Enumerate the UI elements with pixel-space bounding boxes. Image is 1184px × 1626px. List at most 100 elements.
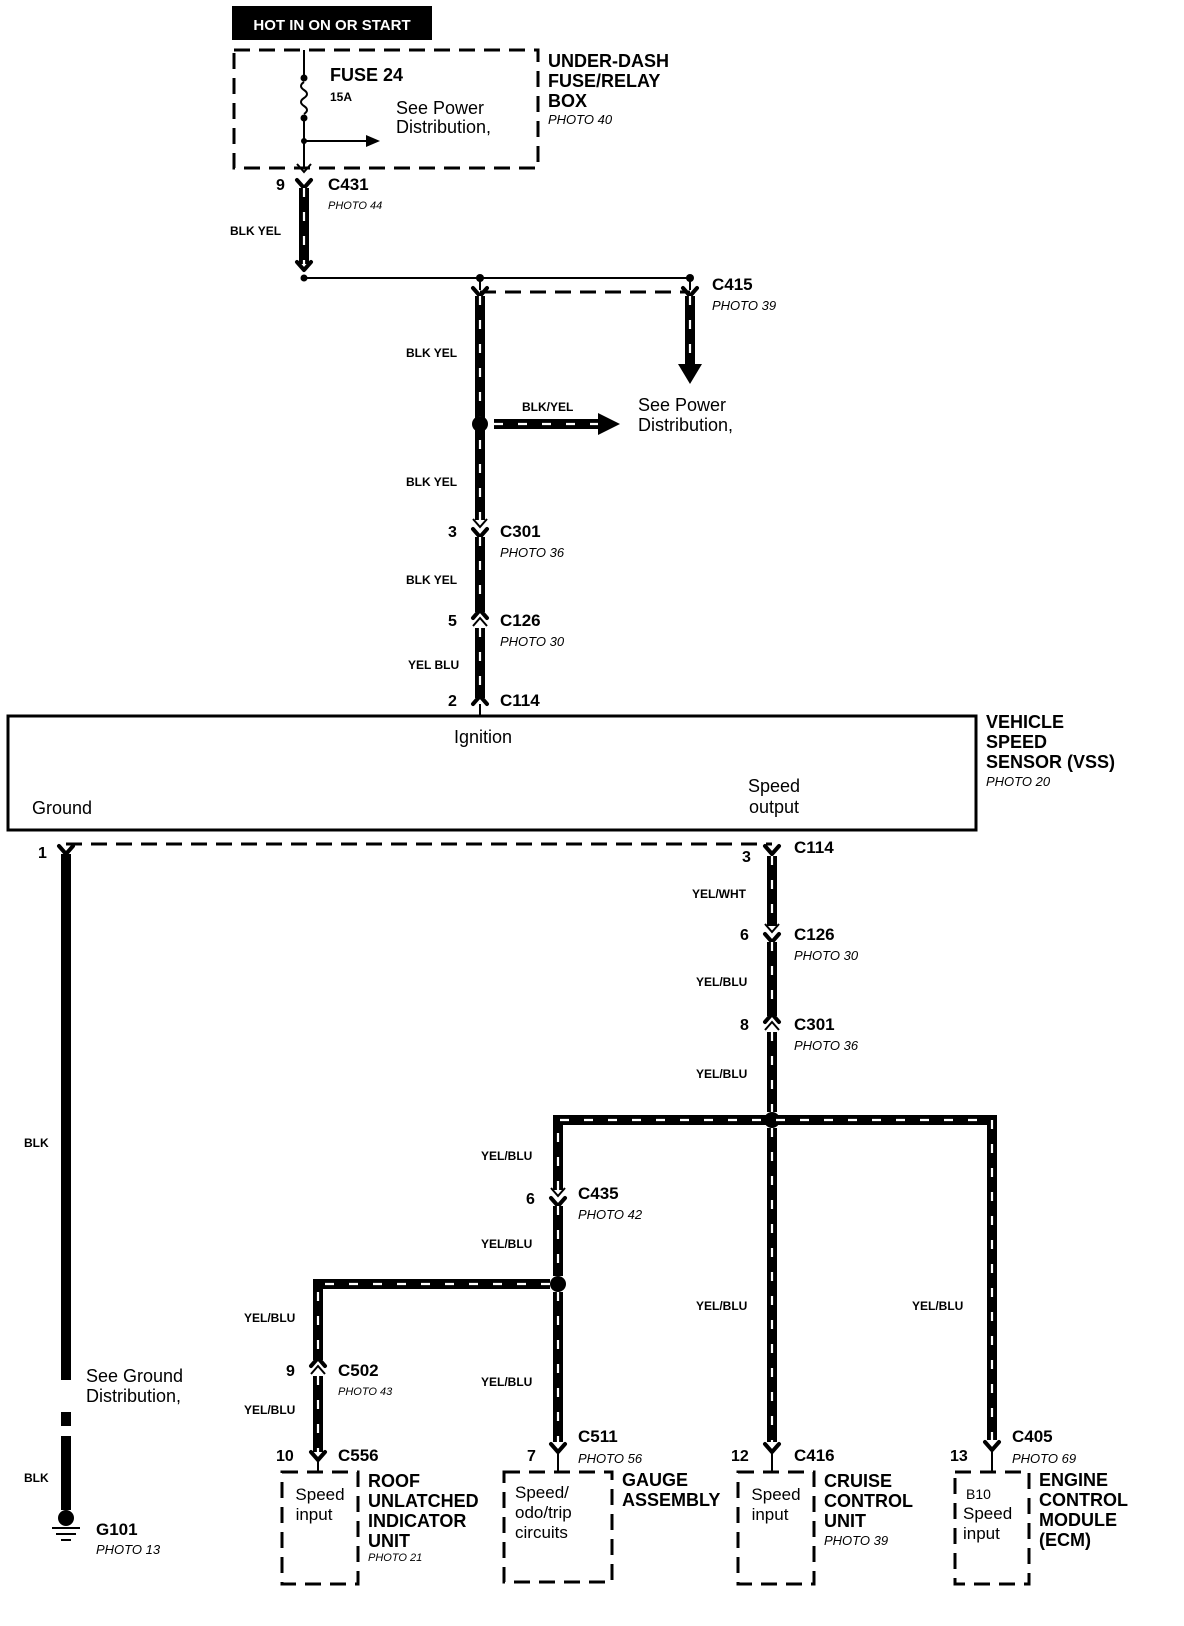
- ground-pin-connector-icon: [57, 844, 75, 856]
- c502-photo: PHOTO 43: [338, 1386, 393, 1398]
- c405-connector-icon: [983, 1440, 1001, 1452]
- c556-name: C556: [338, 1446, 379, 1465]
- fuse-see-power-2: Distribution,: [396, 117, 491, 137]
- ecm-title-2: CONTROL: [1039, 1490, 1128, 1510]
- wire-label-yel-blu-top: YEL BLU: [408, 658, 459, 672]
- c415-name: C415: [712, 275, 753, 294]
- gauge-title-2: ASSEMBLY: [622, 1490, 720, 1510]
- fuse-see-power-1: See Power: [396, 98, 484, 118]
- gauge-inner-1: Speed/: [515, 1483, 569, 1502]
- c511-connector-icon: [549, 1442, 567, 1454]
- roof-title-3: INDICATOR: [368, 1511, 466, 1531]
- c126-top-connector-icon: [471, 608, 489, 620]
- fuse-box-title-3: BOX: [548, 91, 587, 111]
- c502-receptacle: [310, 1364, 326, 1375]
- c114-top-connector-icon: [471, 694, 489, 706]
- c415-photo: PHOTO 39: [712, 298, 776, 313]
- c405-pin: 13: [950, 1448, 968, 1465]
- vss-photo: PHOTO 20: [986, 774, 1051, 789]
- c511-pin: 7: [527, 1448, 536, 1465]
- fuse-box-photo: PHOTO 40: [548, 112, 613, 127]
- roof-inner-2: input: [296, 1505, 333, 1524]
- wire-label-blk-yel-c: BLK/YEL: [522, 400, 573, 414]
- ground-see-2: Distribution,: [86, 1386, 181, 1406]
- wire-stripe: [316, 1282, 550, 1360]
- c301-bottom-connector-icon: [763, 1012, 781, 1024]
- c511-photo: PHOTO 56: [578, 1451, 643, 1466]
- c301-bottom-receptacle: [764, 1020, 780, 1031]
- c431-name: C431: [328, 175, 369, 194]
- roof-unit-box: [280, 1470, 360, 1586]
- fuse-box-title-2: FUSE/RELAY: [548, 71, 660, 91]
- c301-top-name: C301: [500, 522, 541, 541]
- c416-pin: 12: [731, 1448, 749, 1465]
- c126-bottom-receptacle: [764, 923, 780, 934]
- ground-photo: PHOTO 13: [96, 1542, 161, 1557]
- c126-top-photo: PHOTO 30: [500, 634, 565, 649]
- c114-bottom-name: C114: [794, 838, 834, 857]
- splice-power: [472, 416, 488, 432]
- fuse-terminal-top: [300, 74, 308, 82]
- ground-node: [58, 1510, 74, 1526]
- c502-pin: 9: [286, 1363, 295, 1380]
- ecm-inner-1: B10: [966, 1486, 991, 1502]
- c301-bottom-pin: 8: [740, 1017, 749, 1034]
- c126-top-pin: 5: [448, 613, 457, 630]
- vss-title-1: VEHICLE: [986, 712, 1064, 732]
- c502-connector-icon: [309, 1356, 327, 1368]
- wire-label-yel-wht: YEL/WHT: [692, 887, 747, 901]
- wire-label-blk-yel-b: BLK YEL: [406, 346, 457, 360]
- c114-top-pin: 2: [448, 693, 457, 710]
- vss-speed-label-2: output: [749, 797, 799, 817]
- cruise-inner-2: input: [752, 1505, 789, 1524]
- c431-receptacle: [296, 163, 312, 174]
- c301-top-photo: PHOTO 36: [500, 545, 565, 560]
- gauge-title-1: GAUGE: [622, 1470, 688, 1490]
- wire-label-blk-2: BLK: [24, 1471, 49, 1485]
- c126-bottom-photo: PHOTO 30: [794, 948, 859, 963]
- fuse-rating: 15A: [330, 90, 352, 104]
- c114-bottom-connector-icon: [763, 844, 781, 856]
- c114-bottom-pin: 3: [742, 849, 751, 866]
- wire-label-blk-yel-d: BLK YEL: [406, 475, 457, 489]
- vss-ignition-label: Ignition: [454, 727, 512, 747]
- ecm-title-1: ENGINE: [1039, 1470, 1108, 1490]
- c431-connector-icon: [295, 178, 313, 190]
- fuse-box-outline: [232, 48, 540, 170]
- hot-label: HOT IN ON OR START: [253, 17, 410, 34]
- c126-bottom-connector-icon: [763, 932, 781, 944]
- ecm-title-3: MODULE: [1039, 1510, 1117, 1530]
- c435-receptacle: [550, 1187, 566, 1198]
- arrow-right-icon: [598, 413, 620, 435]
- c301-top-receptacle: [472, 518, 488, 529]
- wire-label-yel-blu-2: YEL/BLU: [696, 1067, 747, 1081]
- c126-top-name: C126: [500, 611, 541, 630]
- ecm-inner-2: Speed: [963, 1504, 1012, 1523]
- splice-see-power-2: Distribution,: [638, 415, 733, 435]
- wire-label-yel-blu-1: YEL/BLU: [696, 975, 747, 989]
- fuse-symbol: [300, 81, 308, 115]
- c114-top-name: C114: [500, 691, 540, 710]
- c126-top-receptacle: [472, 616, 488, 627]
- fuse-name: FUSE 24: [330, 65, 403, 85]
- c435-photo: PHOTO 42: [578, 1207, 643, 1222]
- splice-see-power-1: See Power: [638, 395, 726, 415]
- c416-name: C416: [794, 1446, 835, 1465]
- wire-label-yel-blu-4: YEL/BLU: [696, 1299, 747, 1313]
- c435-pin: 6: [526, 1191, 535, 1208]
- arrow-down-icon: [678, 364, 702, 384]
- c405-photo: PHOTO 69: [1012, 1451, 1076, 1466]
- cruise-title-3: UNIT: [824, 1511, 866, 1531]
- roof-photo: PHOTO 21: [368, 1552, 422, 1564]
- cruise-photo: PHOTO 39: [824, 1533, 888, 1548]
- ground-name: G101: [96, 1520, 138, 1539]
- roof-inner-1: Speed: [295, 1485, 344, 1504]
- c301-bottom-name: C301: [794, 1015, 835, 1034]
- c431-photo: PHOTO 44: [328, 200, 382, 212]
- wire-label-yel-blu-3: YEL/BLU: [481, 1149, 532, 1163]
- roof-title-2: UNLATCHED: [368, 1491, 479, 1511]
- gauge-inner-2: odo/trip: [515, 1503, 572, 1522]
- vss-box: [6, 714, 978, 832]
- hot-label-box: [232, 6, 432, 40]
